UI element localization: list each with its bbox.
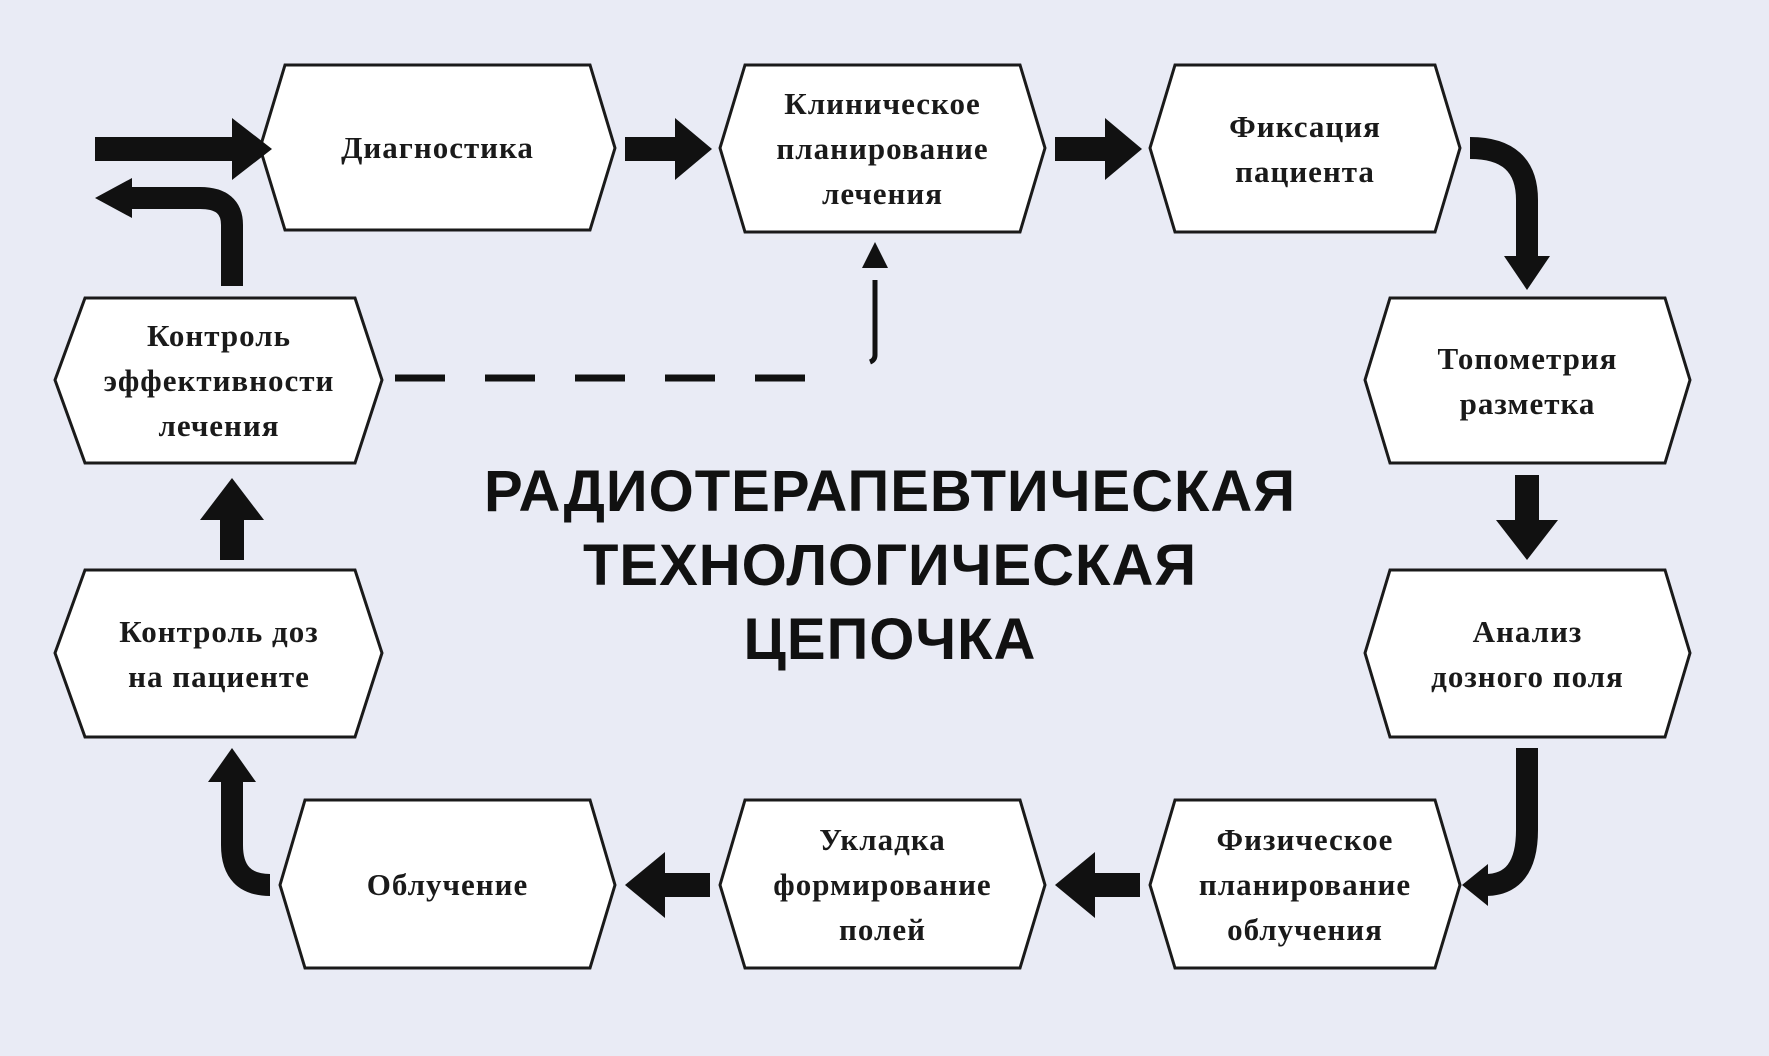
node-efficacy-control-label: Контроль эффективности лечения xyxy=(103,318,335,443)
node-field-forming-label: Укладка формирование полей xyxy=(773,821,992,947)
node-clinical-planning-label: Клиническое планирование лечения xyxy=(776,86,989,211)
node-irradiation-label: Облучение xyxy=(366,866,529,902)
arrow-forming-to-irradiation xyxy=(625,852,710,918)
node-patient-fixation-shape xyxy=(1148,63,1462,234)
node-patient-dose-control-shape xyxy=(53,568,384,739)
node-efficacy-control-shape xyxy=(53,296,384,465)
node-dose-field-analysis-label: Анализ дозного поля xyxy=(1431,613,1624,694)
node-diagnostics-label: Диагностика xyxy=(341,130,534,165)
node-field-forming-shape xyxy=(718,798,1047,970)
arrow-diagnostics-to-clinical xyxy=(625,118,712,180)
node-physical-planning-shape xyxy=(1148,798,1462,970)
arrow-analysis-to-physical xyxy=(1462,748,1538,906)
node-clinical-planning-shape xyxy=(718,63,1047,234)
arrow-fixation-to-topometry xyxy=(1469,137,1550,290)
node-topometry-label: Топометрия разметка xyxy=(1437,340,1618,421)
arrow-topometry-to-analysis xyxy=(1496,475,1558,560)
node-irradiation-shape xyxy=(278,798,617,970)
arrow-irradiation-to-dose-control xyxy=(208,748,271,896)
node-dose-field-analysis-shape xyxy=(1363,568,1692,739)
diagram-title: РАДИОТЕРАПЕВТИЧЕСКАЯ ТЕХНОЛОГИЧЕСКАЯ ЦЕП… xyxy=(483,459,1297,672)
node-physical-planning-label: Физическое планирование облучения xyxy=(1198,821,1412,947)
arrow-dose-control-to-efficacy xyxy=(200,478,264,560)
arrow-clinical-to-fixation xyxy=(1055,118,1142,180)
node-patient-dose-control-label: Контроль доз на пациенте xyxy=(119,613,319,694)
node-topometry-shape xyxy=(1363,296,1692,465)
arrow-entry xyxy=(95,118,272,180)
arrow-physical-to-forming xyxy=(1055,852,1140,918)
arrow-feedback-dashed xyxy=(395,242,888,382)
node-patient-fixation-label: Фиксация пациента xyxy=(1229,108,1381,189)
arrow-exit xyxy=(95,178,243,286)
